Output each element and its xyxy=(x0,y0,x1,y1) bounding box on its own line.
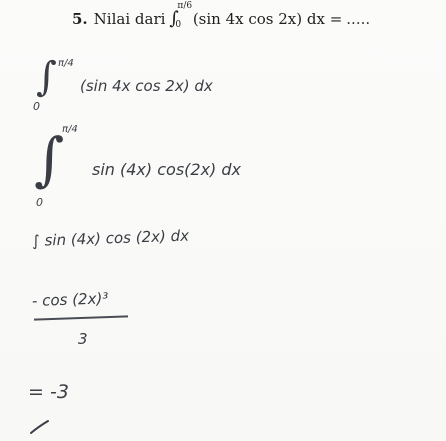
hw-line-2: sin (4x) cos(2x) dx xyxy=(92,160,241,179)
problem-expression: (sin 4x cos 2x) dx = xyxy=(192,9,343,28)
problem-tail: ..... xyxy=(346,9,371,28)
hw-lower-limit-2: 0 xyxy=(36,196,43,209)
printed-upper-limit: π/6 xyxy=(177,1,193,11)
hw-line-1: (sin 4x cos 2x) dx xyxy=(80,77,213,95)
hw-upper-limit-1: π/4 xyxy=(58,58,74,69)
hw-denominator: 3 xyxy=(78,330,88,348)
hw-upper-limit-2: π/4 xyxy=(62,124,78,135)
printed-lower-limit: 0 xyxy=(175,20,182,30)
hw-integral-symbol-1: ∫ xyxy=(36,54,57,100)
hw-lower-limit-1: 0 xyxy=(33,100,40,113)
hw-numerator: - cos (2x)³ xyxy=(31,289,109,310)
check-mark-icon xyxy=(30,420,49,434)
problem-number: 5. xyxy=(72,9,88,28)
hw-integral-symbol-2: ∫ xyxy=(34,125,65,193)
problem-intro: Nilai dari xyxy=(93,9,166,28)
hw-result: = -3 xyxy=(28,381,69,403)
